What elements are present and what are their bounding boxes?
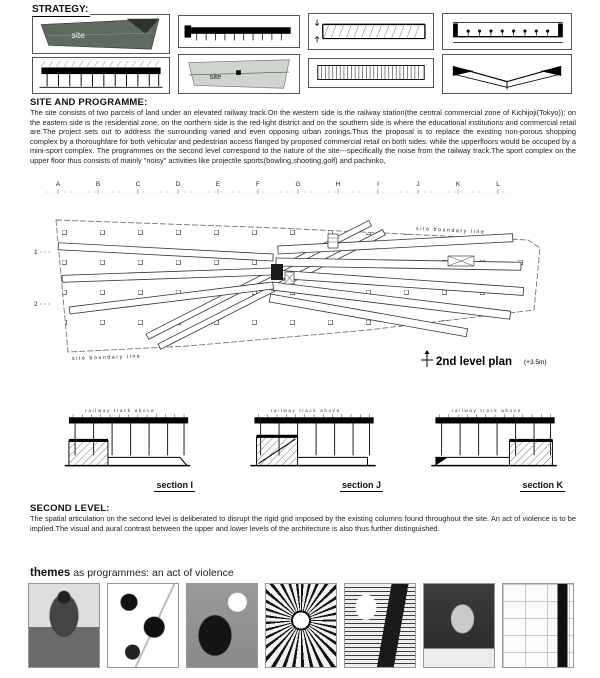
manga-panel-1 [28, 583, 100, 668]
plan-grid-letter: L [496, 181, 500, 188]
plan-title: 2nd level plan [436, 356, 512, 368]
hatch-band [41, 60, 159, 67]
strategy-diagram-bridge-figures [442, 13, 572, 50]
section-k-label: section K [520, 480, 565, 492]
railway-track-label: railway track above [271, 408, 341, 413]
plan-grid-letter: J [416, 181, 419, 188]
section-i-label: section I [154, 480, 195, 492]
site-programme-heading: SITE AND PROGRAMME: [30, 97, 148, 108]
themes-heading-rest: as programmes: an act of violence [70, 567, 234, 579]
section-i: railway track above section I [60, 406, 195, 492]
plan-grid-letter: A [56, 181, 61, 188]
strategy-diagram-striped-bar [308, 58, 434, 88]
plan-grid-letter: C [136, 181, 141, 188]
manga-panel-5 [344, 583, 416, 668]
plan-grid-letter: H [336, 181, 341, 188]
strategy-diagram-black-bar [178, 15, 300, 48]
plan-grid-letter: D [176, 181, 181, 188]
strategy-diagram-site-light: site [178, 54, 300, 94]
manga-panel-3 [186, 583, 258, 668]
plan-elevation: (+3.5m) [524, 359, 547, 366]
strategy-diagram-elevated-track [32, 57, 170, 94]
section-k: railway track above section K [423, 406, 565, 492]
level-marker-icon [421, 350, 433, 367]
second-level-heading: SECOND LEVEL: [30, 503, 110, 514]
site-boundary-label-top: site boundary line [416, 226, 486, 236]
manga-panel-7 [502, 583, 574, 668]
plan-row-number-1: 1 [34, 249, 38, 256]
site-programme-body: The site consists of two parcels of land… [30, 108, 576, 165]
plan-core [271, 233, 475, 285]
plan-grid-letter: E [216, 181, 221, 188]
manga-panel-2 [107, 583, 179, 668]
site-boundary-label-bottom: site boundary line [72, 354, 142, 362]
section-j: railway track above section J [243, 406, 383, 492]
plan-grid-letter: I [377, 181, 379, 188]
strategy-heading: STRATEGY: [32, 4, 91, 17]
themes-heading: themes as programmes: an act of violence [30, 563, 234, 581]
section-j-label: section J [339, 480, 383, 492]
site-label: site [210, 72, 222, 81]
strategy-diagram-site-dark: site [32, 14, 170, 54]
second-level-plan-drawing: A B C D E F G H I J K L 1 2 [28, 176, 573, 392]
plan-grid-letter: B [96, 181, 100, 188]
plan-grid-letter: F [256, 181, 260, 188]
figures [466, 29, 550, 37]
plan-lanes [57, 219, 525, 350]
plan-grid-letter: G [295, 181, 300, 188]
strategy-diagram-bridge-hatched [308, 13, 434, 50]
railway-track-label: railway track above [85, 408, 155, 413]
themes-heading-bold: themes [30, 567, 71, 579]
manga-panel-6 [423, 583, 495, 668]
manga-strip [28, 583, 575, 668]
second-level-body: The spatial articulation on the second l… [30, 514, 576, 533]
plan-grid-letters: A B C D E F G H I J K L [56, 181, 500, 188]
plan-row-number-2: 2 [34, 301, 38, 308]
railway-track-label: railway track above [452, 408, 522, 413]
strategy-diagram-butterfly-section [442, 54, 572, 94]
plan-grid-letter: K [456, 181, 461, 188]
manga-panel-4 [265, 583, 337, 668]
